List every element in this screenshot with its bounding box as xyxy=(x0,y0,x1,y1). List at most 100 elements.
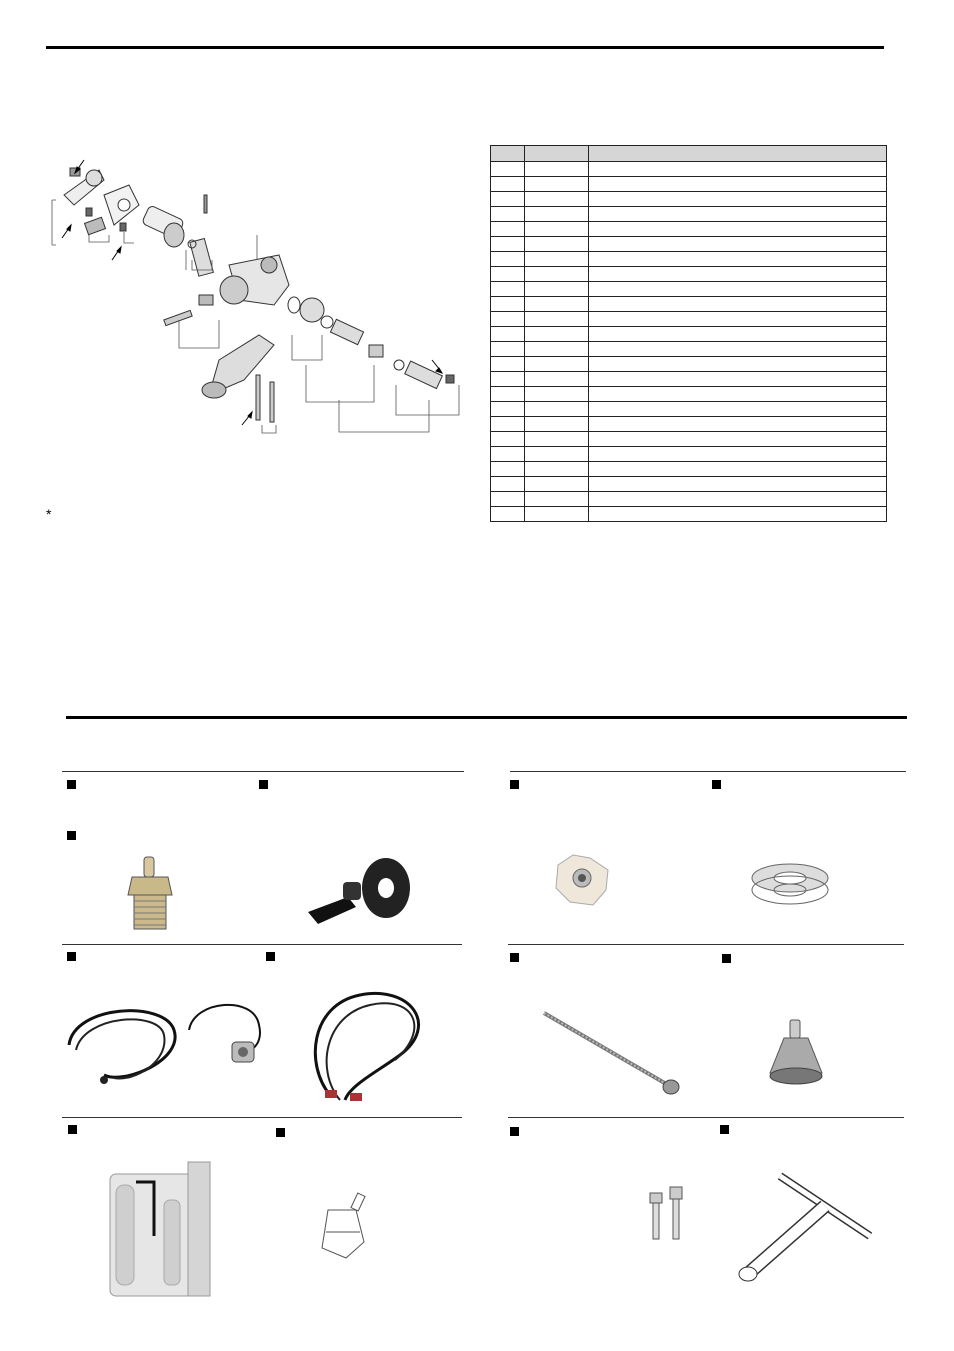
cell-description xyxy=(588,491,887,507)
table-row xyxy=(490,416,887,432)
table-row xyxy=(490,491,887,507)
threaded-rod-image xyxy=(542,1011,680,1095)
socket-screws-image xyxy=(649,1186,683,1240)
divider xyxy=(508,1117,904,1118)
cell-description xyxy=(588,431,887,447)
cell-description xyxy=(588,266,887,282)
table-row xyxy=(490,161,887,177)
fuel-filter-image xyxy=(321,1192,366,1259)
table-row xyxy=(490,326,887,342)
cell-code xyxy=(524,356,589,372)
t-wrench-image xyxy=(738,1172,873,1282)
cell-description xyxy=(588,311,887,327)
bullet-square xyxy=(67,780,76,789)
table-row xyxy=(490,311,887,327)
cell-number xyxy=(490,266,525,282)
cell-description xyxy=(588,176,887,192)
cell-code xyxy=(524,281,589,297)
bullet-square xyxy=(510,1127,519,1136)
table-row xyxy=(490,386,887,402)
table-row xyxy=(490,476,887,492)
cell-description xyxy=(588,476,887,492)
clunk-filter-image xyxy=(769,1019,823,1085)
bullet-square xyxy=(510,953,519,962)
bullet-square xyxy=(712,780,721,789)
cell-description xyxy=(588,356,887,372)
cell-code xyxy=(524,401,589,417)
cell-number xyxy=(490,371,525,387)
cell-description xyxy=(588,461,887,477)
cell-number xyxy=(490,416,525,432)
header-cell-code xyxy=(524,145,589,162)
table-row xyxy=(490,431,887,447)
connector-cables-image xyxy=(67,1004,261,1084)
cell-description xyxy=(588,506,887,522)
header-cell-number xyxy=(490,145,525,162)
table-row xyxy=(490,236,887,252)
cell-number xyxy=(490,221,525,237)
cell-description xyxy=(588,296,887,312)
table-row xyxy=(490,206,887,222)
table-row xyxy=(490,176,887,192)
divider xyxy=(510,771,906,772)
cell-number xyxy=(490,161,525,177)
cell-code xyxy=(524,431,589,447)
bullet-square xyxy=(259,780,268,789)
bullet-square xyxy=(67,831,76,840)
parts-list-table xyxy=(490,145,887,522)
cell-description xyxy=(588,341,887,357)
table-row xyxy=(490,401,887,417)
tool-kit-image xyxy=(109,1161,211,1297)
cell-description xyxy=(588,446,887,462)
cell-code xyxy=(524,251,589,267)
exploded-parts-diagram xyxy=(51,159,460,434)
cell-code xyxy=(524,161,589,177)
cell-code xyxy=(524,236,589,252)
cell-code xyxy=(524,296,589,312)
cell-description xyxy=(588,251,887,267)
cell-number xyxy=(490,491,525,507)
bullet-square xyxy=(68,1125,77,1134)
cell-code xyxy=(524,221,589,237)
table-row xyxy=(490,191,887,207)
cell-number xyxy=(490,236,525,252)
bullet-square xyxy=(266,952,275,961)
table-header-row xyxy=(490,145,887,162)
cell-number xyxy=(490,476,525,492)
header-cell-description xyxy=(588,145,887,162)
cell-code xyxy=(524,341,589,357)
table-row xyxy=(490,266,887,282)
table-row xyxy=(490,446,887,462)
cell-code xyxy=(524,446,589,462)
top-rule xyxy=(46,46,884,49)
cell-code xyxy=(524,506,589,522)
cell-code xyxy=(524,491,589,507)
table-row xyxy=(490,506,887,522)
divider xyxy=(62,1117,462,1118)
cell-description xyxy=(588,416,887,432)
cell-number xyxy=(490,341,525,357)
divider xyxy=(508,944,904,945)
pressure-fitting-image xyxy=(308,858,410,924)
cell-description xyxy=(588,386,887,402)
cell-code xyxy=(524,461,589,477)
cell-number xyxy=(490,191,525,207)
section-rule xyxy=(66,716,907,719)
cell-code xyxy=(524,311,589,327)
cell-number xyxy=(490,461,525,477)
cell-description xyxy=(588,191,887,207)
footnote-asterisk: * xyxy=(46,506,52,522)
cell-description xyxy=(588,326,887,342)
cell-number xyxy=(490,296,525,312)
cell-code xyxy=(524,176,589,192)
cell-description xyxy=(588,206,887,222)
cell-number xyxy=(490,206,525,222)
cell-number xyxy=(490,251,525,267)
table-row xyxy=(490,356,887,372)
cell-number xyxy=(490,176,525,192)
cell-number xyxy=(490,281,525,297)
table-row xyxy=(490,341,887,357)
table-row xyxy=(490,296,887,312)
cell-number xyxy=(490,356,525,372)
cell-number xyxy=(490,326,525,342)
